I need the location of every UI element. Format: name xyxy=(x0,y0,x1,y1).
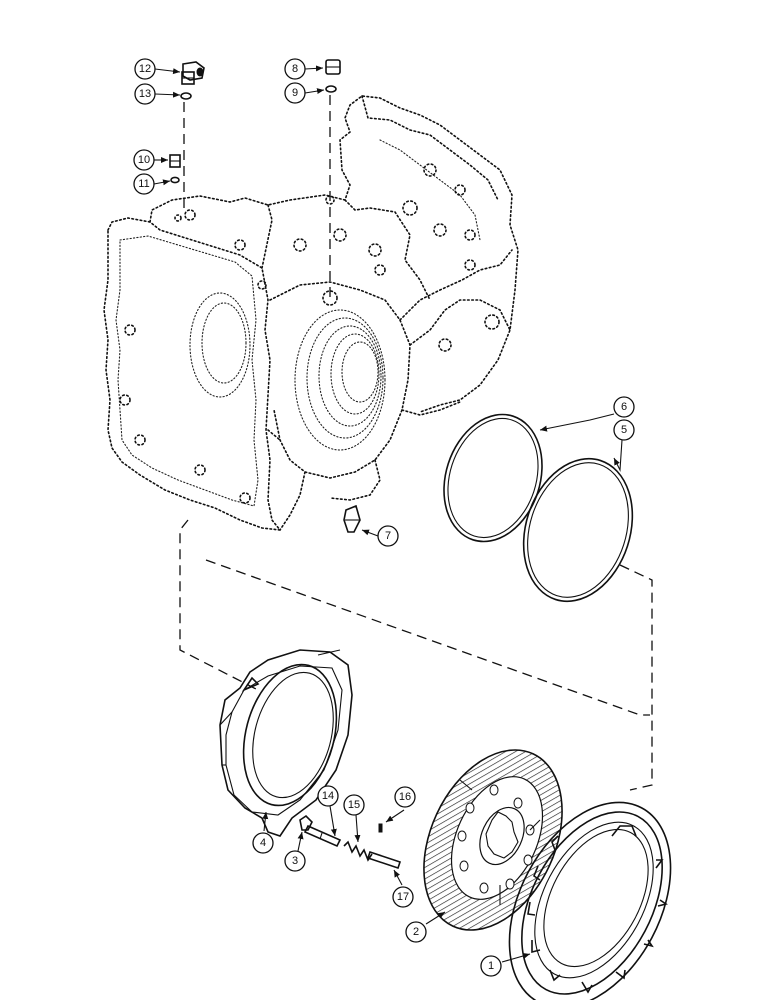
callout-6: 6 xyxy=(613,396,635,418)
callout-8: 8 xyxy=(284,58,306,80)
o-ring-13 xyxy=(180,92,192,100)
callout-label: 12 xyxy=(139,63,151,75)
callout-7: 7 xyxy=(377,525,399,547)
elbow-fitting xyxy=(181,61,205,85)
callout-3: 3 xyxy=(284,850,306,872)
callout-1: 1 xyxy=(480,955,502,977)
callout-label: 17 xyxy=(397,891,409,903)
plug-10 xyxy=(169,154,181,168)
pressure-plate xyxy=(508,801,672,1000)
shaft-pin-3 xyxy=(299,814,342,848)
callout-9: 9 xyxy=(284,82,306,104)
callout-14: 14 xyxy=(317,785,339,807)
callout-4: 4 xyxy=(252,832,274,854)
callout-2: 2 xyxy=(405,921,427,943)
o-ring-9 xyxy=(325,85,337,93)
o-ring-11 xyxy=(170,176,180,184)
callout-label: 9 xyxy=(292,87,298,99)
callout-label: 16 xyxy=(399,791,411,803)
phantom-leaders xyxy=(179,95,653,791)
callout-leaders xyxy=(153,65,623,963)
callout-12: 12 xyxy=(134,58,156,80)
callout-label: 11 xyxy=(138,178,149,190)
pin-17 xyxy=(366,850,402,870)
callout-15: 15 xyxy=(343,794,365,816)
callout-label: 1 xyxy=(488,960,494,972)
callout-label: 13 xyxy=(139,88,151,100)
seal-ring-6 xyxy=(443,413,543,543)
callout-5: 5 xyxy=(613,419,635,441)
callout-13: 13 xyxy=(134,83,156,105)
callout-label: 7 xyxy=(385,530,391,542)
callout-label: 4 xyxy=(260,837,266,849)
seal-ring-5 xyxy=(522,457,634,603)
fitting-7 xyxy=(343,504,361,533)
callout-label: 10 xyxy=(138,154,150,166)
callout-16: 16 xyxy=(394,786,416,808)
callout-label: 2 xyxy=(413,926,419,938)
callout-label: 15 xyxy=(348,799,360,811)
brake-piston-plate xyxy=(219,649,353,837)
callout-label: 5 xyxy=(621,424,627,436)
callout-17: 17 xyxy=(392,886,414,908)
callout-11: 11 xyxy=(133,173,155,195)
callout-label: 3 xyxy=(292,855,298,867)
friction-disc xyxy=(423,749,563,931)
callout-label: 14 xyxy=(322,790,334,802)
clip-16 xyxy=(378,823,383,833)
callout-label: 6 xyxy=(621,401,627,413)
callout-label: 8 xyxy=(292,63,298,75)
callout-10: 10 xyxy=(133,149,155,171)
transmission-housing xyxy=(103,95,519,532)
plug-8 xyxy=(325,59,341,75)
